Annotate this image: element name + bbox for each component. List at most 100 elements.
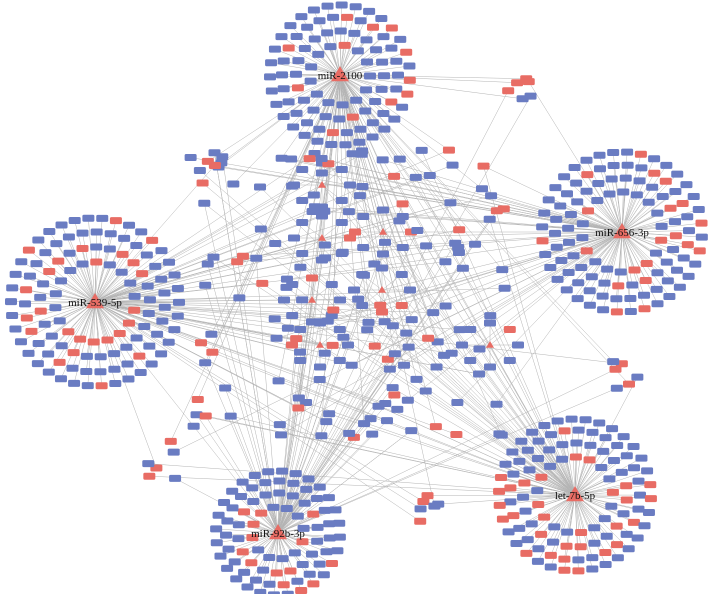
mrna-node[interactable] xyxy=(340,129,353,137)
mrna-node[interactable] xyxy=(142,309,155,317)
mrna-node[interactable] xyxy=(250,254,263,262)
lncrna-node[interactable] xyxy=(116,250,129,258)
mrna-node[interactable] xyxy=(507,470,520,478)
mrna-node[interactable] xyxy=(265,87,278,95)
lncrna-node[interactable] xyxy=(231,258,244,266)
mrna-node[interactable] xyxy=(286,492,299,500)
mrna-node[interactable] xyxy=(591,197,604,205)
mrna-node[interactable] xyxy=(226,504,239,512)
mrna-node[interactable] xyxy=(335,197,348,205)
mrna-node[interactable] xyxy=(115,268,128,276)
mrna-node[interactable] xyxy=(638,291,651,299)
mrna-node[interactable] xyxy=(586,565,599,573)
lncrna-node[interactable] xyxy=(381,355,394,363)
mrna-node[interactable] xyxy=(6,312,19,320)
lncrna-node[interactable] xyxy=(648,169,661,177)
minor-mirna-node[interactable] xyxy=(308,296,316,303)
lncrna-node[interactable] xyxy=(693,247,706,255)
mrna-node[interactable] xyxy=(626,281,639,289)
mrna-node[interactable] xyxy=(601,265,614,273)
mrna-node[interactable] xyxy=(558,173,571,181)
mrna-node[interactable] xyxy=(624,308,637,316)
mrna-node[interactable] xyxy=(363,7,376,15)
mrna-node[interactable] xyxy=(142,460,155,468)
lncrna-node[interactable] xyxy=(634,150,647,158)
lncrna-node[interactable] xyxy=(43,268,56,276)
mrna-node[interactable] xyxy=(583,301,596,309)
mrna-node[interactable] xyxy=(427,309,440,317)
lncrna-node[interactable] xyxy=(341,13,354,21)
mrna-node[interactable] xyxy=(265,59,278,67)
mrna-node[interactable] xyxy=(304,77,317,85)
mrna-node[interactable] xyxy=(290,70,303,78)
lncrna-node[interactable] xyxy=(403,76,416,84)
mrna-node[interactable] xyxy=(502,528,515,536)
mrna-node[interactable] xyxy=(410,375,423,383)
mrna-node[interactable] xyxy=(130,242,143,250)
mrna-node[interactable] xyxy=(394,35,407,43)
mrna-node[interactable] xyxy=(276,71,289,79)
mrna-node[interactable] xyxy=(162,338,175,346)
mrna-node[interactable] xyxy=(576,234,589,242)
mrna-node[interactable] xyxy=(171,284,184,292)
lncrna-node[interactable] xyxy=(395,302,408,310)
lncrna-node[interactable] xyxy=(511,79,524,87)
mrna-node[interactable] xyxy=(280,275,293,283)
mrna-node[interactable] xyxy=(521,446,534,454)
mrna-node[interactable] xyxy=(273,477,286,485)
lncrna-node[interactable] xyxy=(303,155,316,163)
lncrna-node[interactable] xyxy=(429,423,442,431)
mrna-node[interactable] xyxy=(562,238,575,246)
mrna-node[interactable] xyxy=(656,193,669,201)
mrna-node[interactable] xyxy=(446,161,459,169)
lncrna-node[interactable] xyxy=(580,247,593,255)
lncrna-node[interactable] xyxy=(76,244,89,252)
mrna-node[interactable] xyxy=(168,271,181,279)
mrna-node[interactable] xyxy=(120,343,133,351)
mrna-node[interactable] xyxy=(318,241,331,249)
lncrna-node[interactable] xyxy=(296,538,309,546)
mrna-node[interactable] xyxy=(669,188,682,196)
lncrna-node[interactable] xyxy=(502,87,515,95)
mrna-node[interactable] xyxy=(313,125,326,133)
mrna-node[interactable] xyxy=(291,512,304,520)
lncrna-node[interactable] xyxy=(599,548,612,556)
lncrna-node[interactable] xyxy=(535,530,548,538)
mrna-node[interactable] xyxy=(648,155,661,163)
mrna-node[interactable] xyxy=(599,561,612,569)
lncrna-node[interactable] xyxy=(477,162,490,170)
mrna-node[interactable] xyxy=(145,360,158,368)
mrna-node[interactable] xyxy=(288,234,300,242)
mrna-node[interactable] xyxy=(485,192,498,200)
mrna-node[interactable] xyxy=(531,487,544,495)
mrna-node[interactable] xyxy=(284,22,297,30)
mrna-node[interactable] xyxy=(551,417,564,425)
lncrna-node[interactable] xyxy=(522,78,535,86)
mrna-node[interactable] xyxy=(121,360,134,368)
mrna-node[interactable] xyxy=(377,250,389,258)
mrna-node[interactable] xyxy=(439,302,452,310)
mrna-node[interactable] xyxy=(572,556,585,564)
mrna-node[interactable] xyxy=(273,421,286,429)
mrna-node[interactable] xyxy=(333,325,346,333)
mrna-node[interactable] xyxy=(650,285,663,293)
mrna-node[interactable] xyxy=(49,304,62,312)
mrna-node[interactable] xyxy=(163,258,176,266)
mrna-node[interactable] xyxy=(385,44,398,52)
mrna-node[interactable] xyxy=(542,196,555,204)
lncrna-node[interactable] xyxy=(122,319,135,327)
mrna-node[interactable] xyxy=(550,215,563,223)
mrna-node[interactable] xyxy=(226,487,239,495)
lncrna-node[interactable] xyxy=(655,236,668,244)
mrna-node[interactable] xyxy=(544,263,557,271)
lncrna-node[interactable] xyxy=(627,518,640,526)
mrna-node[interactable] xyxy=(9,270,22,278)
mrna-node[interactable] xyxy=(597,306,610,314)
mrna-node[interactable] xyxy=(538,209,551,217)
mrna-node[interactable] xyxy=(270,100,283,108)
mrna-node[interactable] xyxy=(325,140,338,148)
mrna-node[interactable] xyxy=(273,489,286,497)
mrna-node[interactable] xyxy=(586,554,599,562)
mrna-node[interactable] xyxy=(564,210,577,218)
mrna-node[interactable] xyxy=(277,113,290,121)
